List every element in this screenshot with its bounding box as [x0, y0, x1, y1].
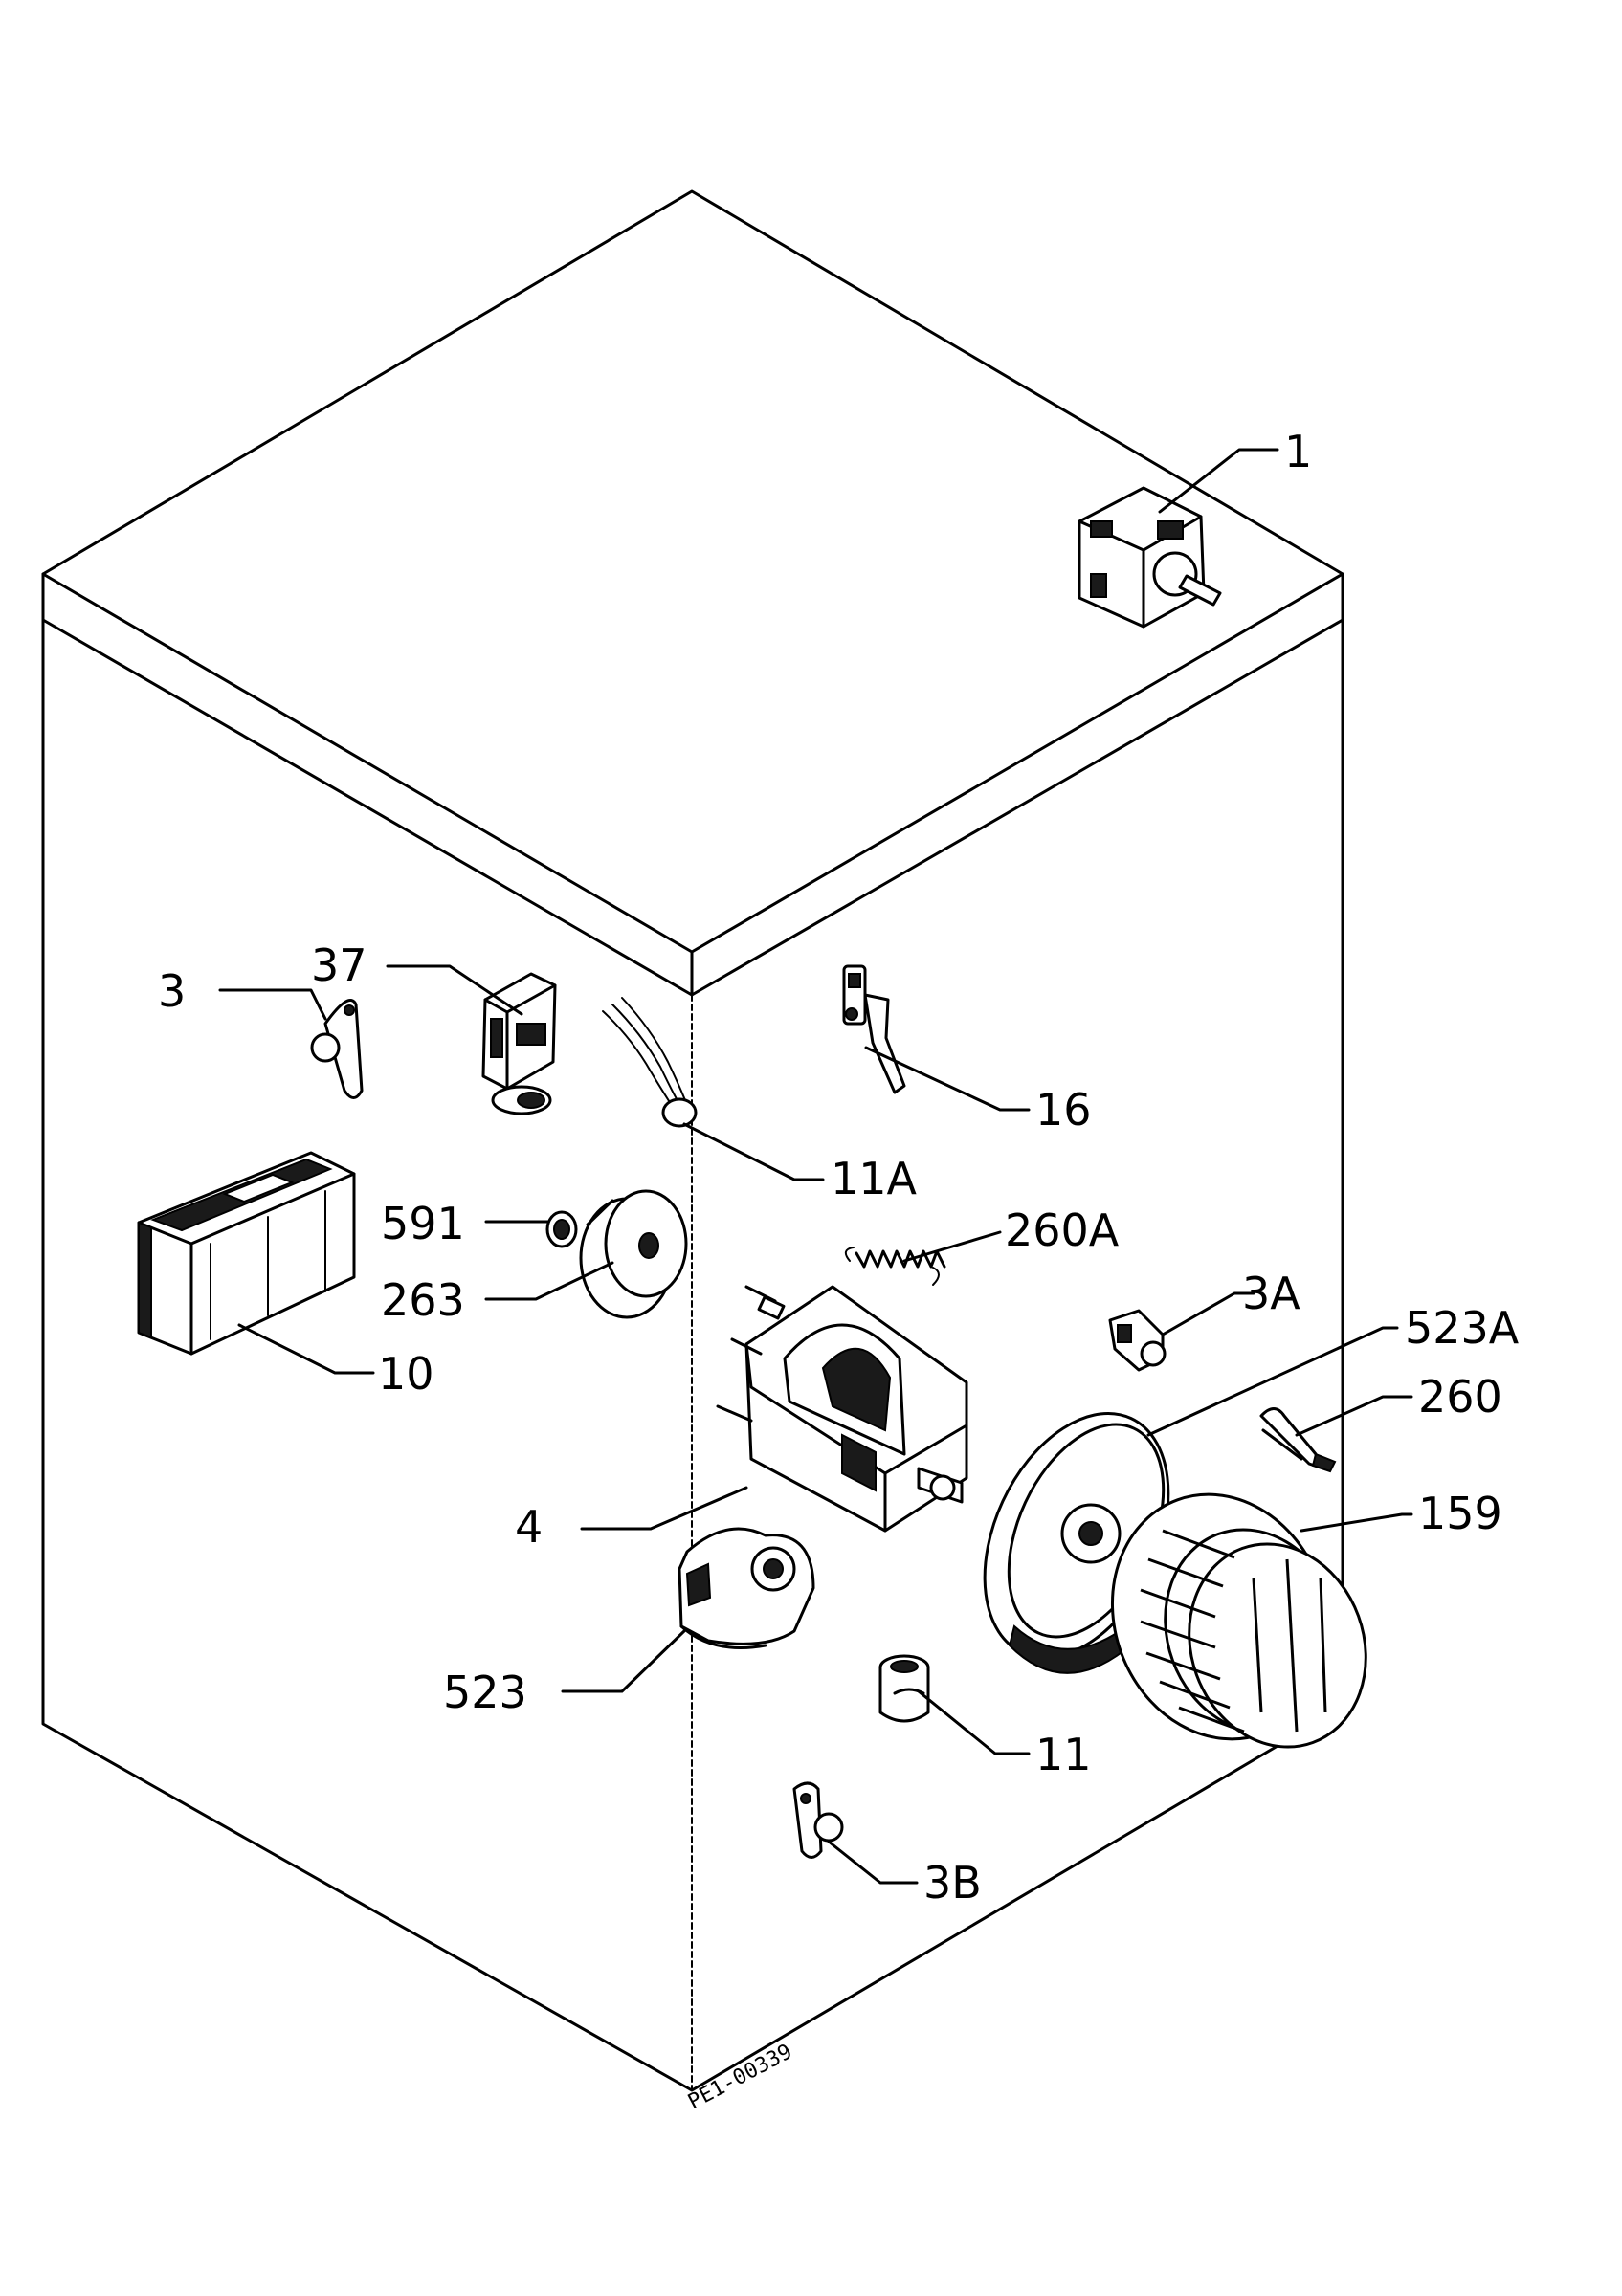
callout-11a: 11A	[831, 1153, 918, 1204]
callout-labels: 1 37 3 16 11A 591 260A 263 3A 523A 10 26…	[158, 426, 1520, 1909]
part-260-spring-clip	[1259, 1407, 1337, 1473]
cabinet-outline	[41, 189, 1344, 2092]
part-1-timer-switch	[1078, 486, 1222, 629]
leader-lines	[218, 448, 1413, 1885]
part-159-blower-wheel	[1110, 1492, 1367, 1749]
part-10-filter-box	[137, 1151, 356, 1356]
callout-4: 4	[515, 1501, 543, 1553]
callout-3a: 3A	[1242, 1268, 1300, 1319]
part-11a-wire-harness	[602, 997, 698, 1128]
callout-263: 263	[381, 1274, 465, 1326]
callout-37: 37	[311, 939, 367, 991]
callout-3b: 3B	[923, 1857, 982, 1909]
callout-16: 16	[1035, 1084, 1092, 1136]
callout-260: 260	[1418, 1371, 1502, 1423]
callout-159: 159	[1418, 1488, 1502, 1539]
callout-3: 3	[158, 965, 186, 1017]
part-591-washer	[545, 1210, 578, 1248]
callout-523: 523	[443, 1667, 527, 1718]
part-523-bracket	[678, 1527, 815, 1649]
callout-260a: 260A	[1005, 1204, 1120, 1256]
part-260a-spring	[844, 1247, 946, 1286]
part-4-motor	[716, 1285, 968, 1533]
callout-1: 1	[1284, 426, 1312, 477]
callout-11: 11	[1035, 1729, 1092, 1780]
part-3b-clip	[792, 1781, 844, 1859]
callout-591: 591	[381, 1198, 465, 1249]
callout-523a: 523A	[1405, 1302, 1520, 1354]
callout-10: 10	[378, 1348, 434, 1400]
part-11-capacitor	[878, 1654, 930, 1723]
drawing-code: PE1-00339	[684, 2040, 796, 2114]
part-37-relay	[481, 972, 557, 1115]
part-3-clip	[310, 999, 364, 1099]
part-16-microswitch	[842, 964, 906, 1094]
part-3a-connector	[1108, 1309, 1167, 1372]
part-263-pulley	[579, 1189, 688, 1319]
cabinet-lid-rim	[41, 572, 1344, 997]
